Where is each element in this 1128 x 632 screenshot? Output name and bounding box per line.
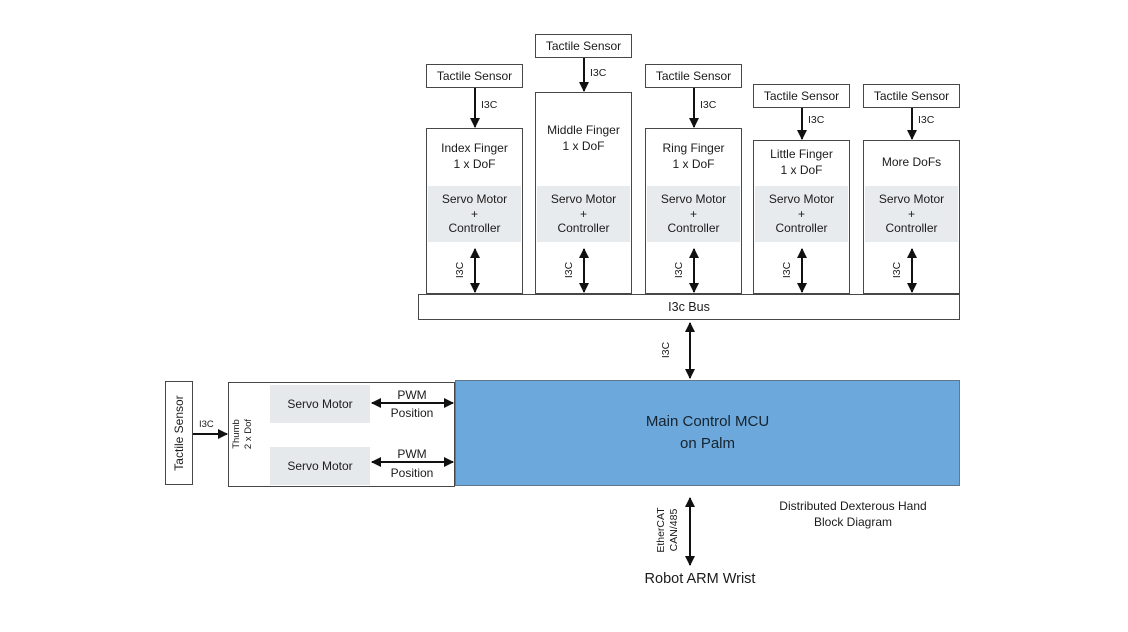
i3c-bus-double-arrow (796, 248, 807, 293)
tactile-sensor-box: Tactile Sensor (645, 64, 742, 88)
i3c-down-arrow (688, 88, 699, 128)
pwm-position-arrow-1 (371, 398, 454, 408)
i3c-bus-arrow-label: I3C (563, 261, 575, 279)
i3c-link-label: I3C (918, 114, 935, 126)
finger-title: More DoFs (881, 155, 942, 170)
bus-to-mcu-double-arrow (685, 322, 695, 379)
finger-column-middle: Tactile Sensor I3C Middle Finger 1 x DoF… (535, 0, 632, 632)
i3c-down-arrow (906, 108, 917, 140)
i3c-bus-arrow-label: I3C (781, 261, 793, 279)
robot-arm-wrist-label: Robot ARM Wrist (644, 571, 756, 587)
finger-title: Middle Finger 1 x DoF (547, 123, 620, 153)
mcu-to-wrist-double-arrow (685, 497, 695, 566)
i3c-link-label: I3C (700, 99, 717, 111)
pwm-position-arrow-2 (371, 457, 454, 467)
thumb-tactile-sensor-box (165, 381, 193, 485)
finger-column-ring: Tactile Sensor I3C Ring Finger 1 x DoF S… (645, 0, 742, 632)
pwm-label-1: PWM (397, 388, 427, 402)
i3c-bus-bar: I3c Bus (418, 294, 960, 320)
i3c-link-label: I3C (808, 114, 825, 126)
thumb-servo-motor-2: Servo Motor (270, 447, 370, 485)
i3c-bus-double-arrow (688, 248, 699, 293)
thumb-i3c-arrow (193, 429, 228, 439)
servo-motor-controller: Servo Motor + Controller (647, 186, 740, 242)
i3c-bus-double-arrow (906, 248, 917, 293)
i3c-down-arrow (469, 88, 480, 128)
main-control-mcu-block: Main Control MCU on Palm (455, 380, 960, 486)
thumb-tactile-sensor-label: Tactile Sensor (172, 395, 186, 471)
servo-motor-controller: Servo Motor + Controller (755, 186, 848, 242)
i3c-bus-arrow-label: I3C (891, 261, 903, 279)
i3c-bus-double-arrow (578, 248, 589, 293)
bus-to-mcu-label: I3C (660, 341, 672, 359)
i3c-down-arrow (796, 108, 807, 140)
thumb-title: Thumb 2 x Dof (230, 418, 254, 450)
i3c-link-label: I3C (481, 99, 498, 111)
pwm-label-2: PWM (397, 447, 427, 461)
position-label-2: Position (390, 466, 434, 480)
tactile-sensor-box: Tactile Sensor (535, 34, 632, 58)
servo-motor-controller: Servo Motor + Controller (865, 186, 958, 242)
diagram-caption: Distributed Dexterous Hand Block Diagram (779, 499, 927, 529)
position-label-1: Position (390, 406, 434, 420)
i3c-down-arrow (578, 58, 589, 92)
ethercat-can-label: EtherCAT CAN/485 (654, 507, 680, 553)
i3c-bus-arrow-label: I3C (673, 261, 685, 279)
tactile-sensor-box: Tactile Sensor (426, 64, 523, 88)
i3c-bus-double-arrow (469, 248, 480, 293)
i3c-bus-arrow-label: I3C (454, 261, 466, 279)
finger-column-more-dofs: Tactile Sensor I3C More DoFs Servo Motor… (863, 0, 960, 632)
servo-motor-controller: Servo Motor + Controller (537, 186, 630, 242)
tactile-sensor-box: Tactile Sensor (863, 84, 960, 108)
finger-title: Little Finger 1 x DoF (770, 147, 833, 177)
tactile-sensor-box: Tactile Sensor (753, 84, 850, 108)
thumb-i3c-label: I3C (199, 419, 214, 430)
finger-title: Ring Finger 1 x DoF (662, 141, 725, 171)
finger-title: Index Finger 1 x DoF (441, 141, 508, 171)
thumb-servo-motor-1: Servo Motor (270, 385, 370, 423)
finger-column-little: Tactile Sensor I3C Little Finger 1 x DoF… (753, 0, 850, 632)
finger-column-index: Tactile Sensor I3C Index Finger 1 x DoF … (426, 0, 523, 632)
i3c-link-label: I3C (590, 67, 607, 79)
servo-motor-controller: Servo Motor + Controller (428, 186, 521, 242)
